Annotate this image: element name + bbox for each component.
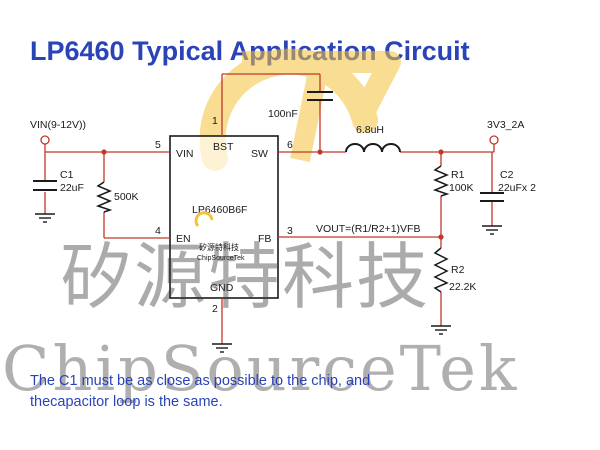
c1-capacitor-icon [33, 180, 57, 191]
vout-formula-label: VOUT=(R1/R2+1)VFB [316, 223, 420, 235]
pin-number-sw: 6 [287, 139, 293, 151]
ground-c1-icon [35, 213, 55, 223]
pin-number-vin: 5 [155, 139, 161, 151]
ic-logo-text: 矽源特科技 [199, 242, 239, 252]
ground-r2-icon [431, 325, 451, 335]
pin-label-vin: VIN [176, 148, 194, 160]
ic-body [169, 135, 279, 299]
ic-logo: 矽源特科技 ChipSourceTek [194, 211, 245, 262]
pin-number-bst: 1 [212, 115, 218, 127]
inductor-value-label: 6.8uH [356, 124, 384, 136]
vout-terminal-icon [489, 135, 499, 145]
c1-name-label: C1 [60, 169, 74, 181]
c1-value-label: 22uF [60, 182, 84, 194]
r1-resistor-icon [432, 165, 450, 197]
c2-value-label: 22uFx 2 [498, 182, 536, 194]
r1-name-label: R1 [451, 169, 465, 181]
c2-name-label: C2 [500, 169, 514, 181]
layout-note-line-1: The C1 must be as close as possible to t… [30, 373, 371, 389]
inductor-icon [345, 143, 401, 153]
pin-number-en: 4 [155, 225, 161, 237]
vin-net-label: VIN(9-12V)) [30, 119, 86, 131]
en-resistor-icon [95, 181, 113, 213]
ic-logo-subtext: ChipSourceTek [197, 255, 245, 262]
bst-cap-value-label: 100nF [268, 108, 298, 120]
ground-ic-icon [212, 343, 232, 353]
ground-c2-icon [482, 225, 502, 235]
bst-capacitor-icon [307, 91, 333, 101]
r1-value-label: 100K [449, 182, 474, 194]
layout-note: The C1 must be as close as possible to t… [30, 371, 570, 413]
pin-label-en: EN [176, 233, 191, 245]
logo-watermark-icon [199, 48, 401, 171]
r2-resistor-icon [433, 247, 449, 293]
output-net-label: 3V3_2A [487, 119, 524, 131]
pin-number-fb: 3 [287, 225, 293, 237]
c2-capacitor-icon [480, 192, 504, 202]
ic-logo-icon [194, 211, 214, 227]
r-en-value-label: 500K [114, 191, 139, 203]
pin-number-gnd: 2 [212, 303, 218, 315]
r2-value-label: 22.2K [449, 281, 476, 293]
r2-name-label: R2 [451, 264, 465, 276]
wires [44, 73, 494, 344]
junction-dots [101, 149, 444, 240]
layout-note-line-2: thecapacitor loop is the same. [30, 394, 223, 410]
pin-label-sw: SW [251, 148, 268, 160]
pin-label-fb: FB [258, 233, 271, 245]
pin-label-gnd: GND [210, 282, 234, 294]
vin-terminal-icon [40, 135, 50, 145]
pin-label-bst: BST [213, 141, 234, 153]
